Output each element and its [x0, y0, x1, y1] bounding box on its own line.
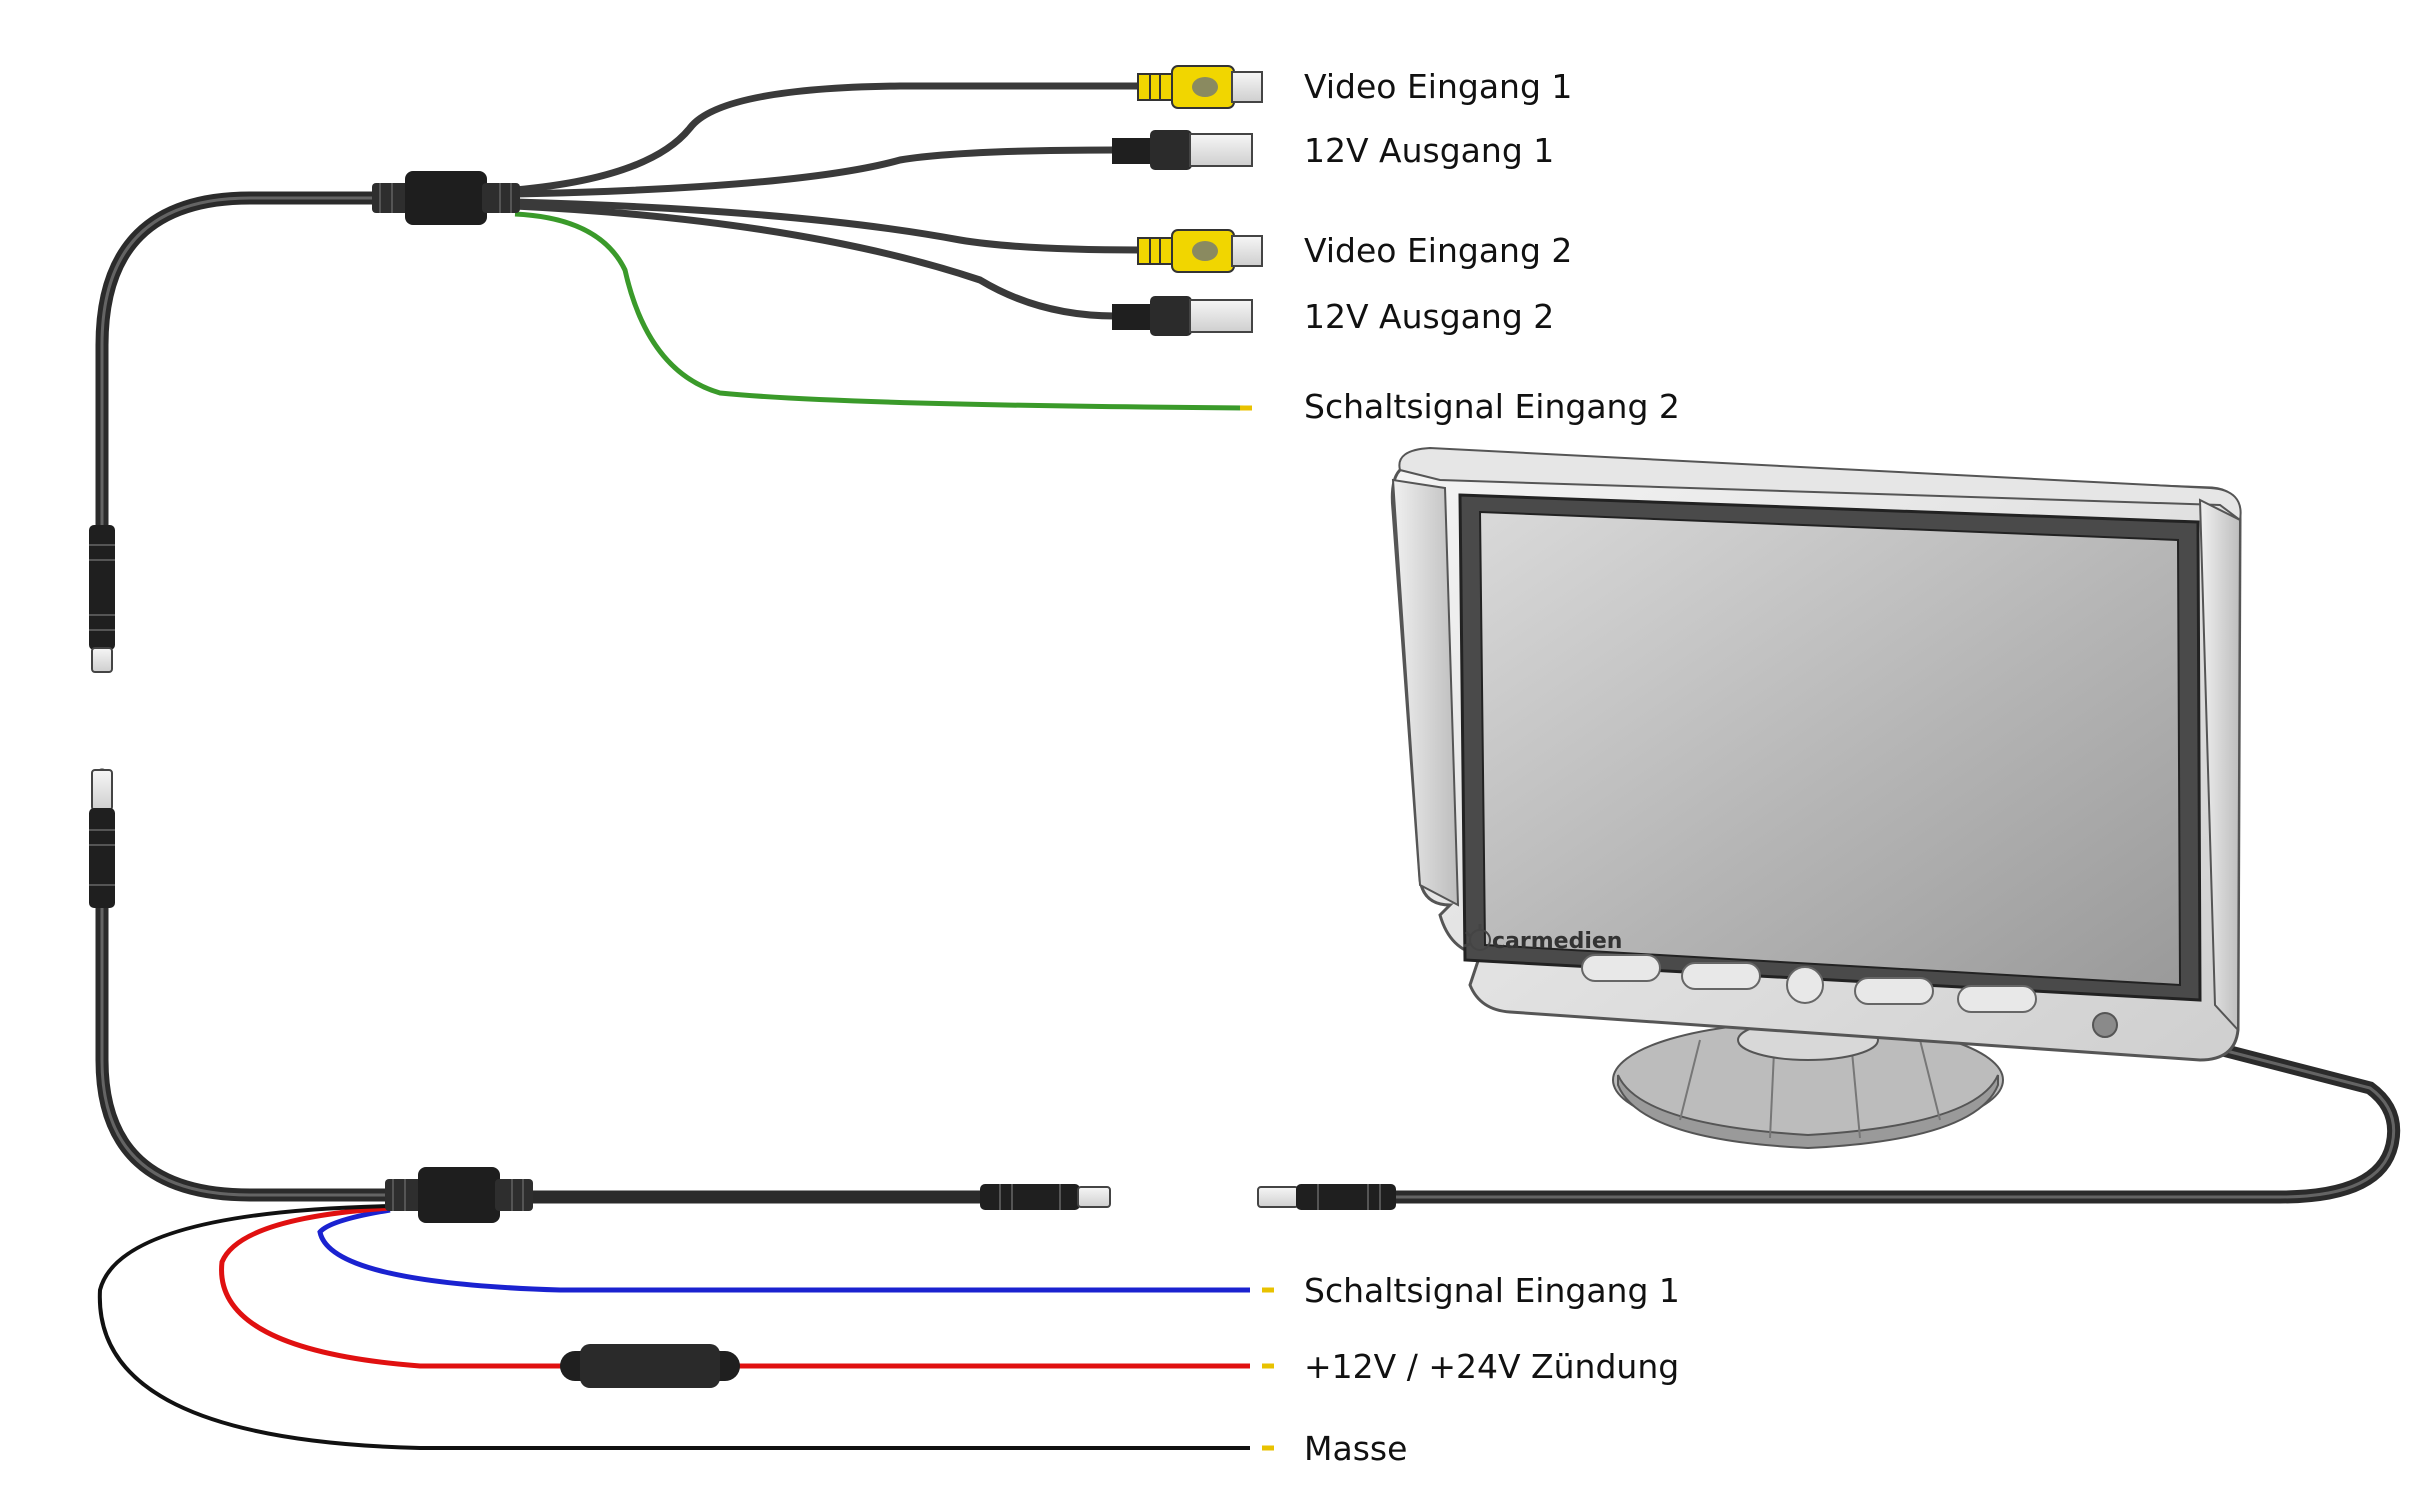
label-12v-ausgang-1: 12V Ausgang 1 [1304, 131, 1554, 170]
label-video-eingang-1: Video Eingang 1 [1304, 67, 1572, 106]
dc-plug-12v-1 [1112, 130, 1253, 170]
upper-adapter-cable [89, 82, 1246, 673]
rca-plug-video-1 [1137, 65, 1263, 109]
brand-name: carmedien [1492, 929, 1622, 954]
label-schaltsignal-eingang-1: Schaltsignal Eingang 1 [1304, 1271, 1680, 1310]
dc-plug-12v-2 [1112, 296, 1253, 336]
label-video-eingang-2: Video Eingang 2 [1304, 231, 1572, 270]
monitor-screen [1478, 510, 2182, 987]
monitor: carmedien [1390, 446, 2242, 1150]
label-zuendung: +12V / +24V Zündung [1304, 1347, 1679, 1386]
lower-power-cable [89, 768, 1274, 1451]
monitor-cable [1257, 1041, 2401, 1210]
rca-plug-video-2 [1137, 229, 1263, 273]
label-schaltsignal-eingang-2: Schaltsignal Eingang 2 [1304, 387, 1680, 426]
label-12v-ausgang-2: 12V Ausgang 2 [1304, 297, 1554, 336]
label-masse: Masse [1304, 1429, 1407, 1468]
brand-logo: carmedien [1463, 924, 1622, 954]
